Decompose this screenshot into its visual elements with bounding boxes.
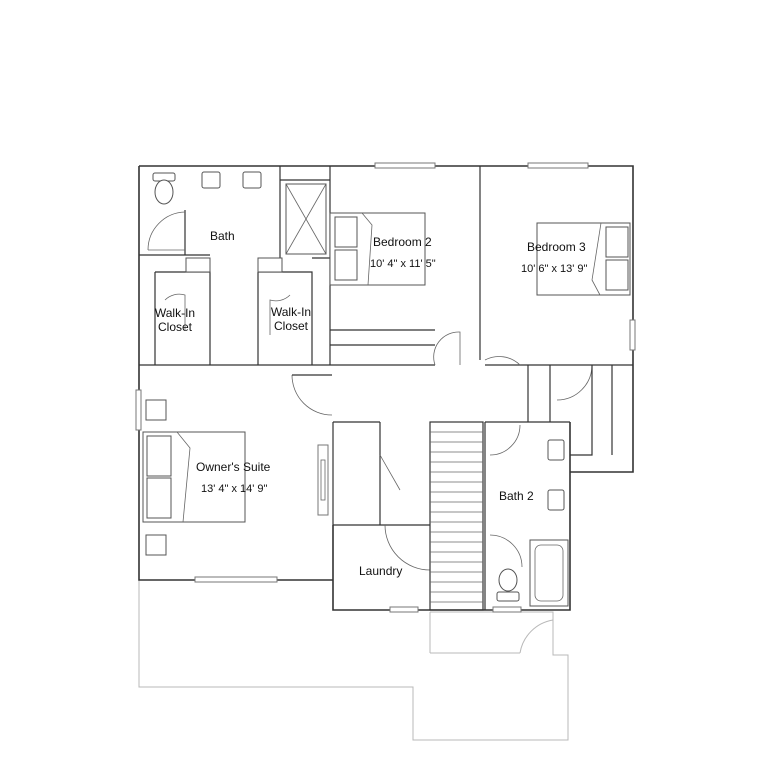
- windows: [135, 162, 636, 613]
- room-label-bedroom-3: Bedroom 3: [527, 240, 586, 254]
- bed-owners-suite: [142, 431, 246, 523]
- interior-walls: [139, 166, 633, 611]
- room-label-bath: Bath: [210, 229, 235, 243]
- room-dims-owners-suite: 13' 4" x 14' 9": [201, 483, 268, 495]
- room-label-bath-2: Bath 2: [499, 489, 534, 503]
- room-dims-bedroom-3: 10' 6" x 13' 9": [521, 263, 588, 275]
- beds: [142, 212, 631, 523]
- bed-bedroom-3: [536, 222, 631, 296]
- room-dims-bedroom-2: 10' 4" x 11' 5": [370, 258, 436, 270]
- room-label-owners-suite: Owner's Suite: [196, 460, 271, 474]
- bed-bedroom-2: [329, 212, 426, 286]
- room-label-laundry: Laundry: [359, 564, 402, 578]
- stair-treads: [430, 431, 483, 603]
- room-label-bedroom-2: Bedroom 2: [373, 235, 432, 249]
- lower-level-outline: [138, 580, 569, 741]
- fixtures: [145, 171, 569, 607]
